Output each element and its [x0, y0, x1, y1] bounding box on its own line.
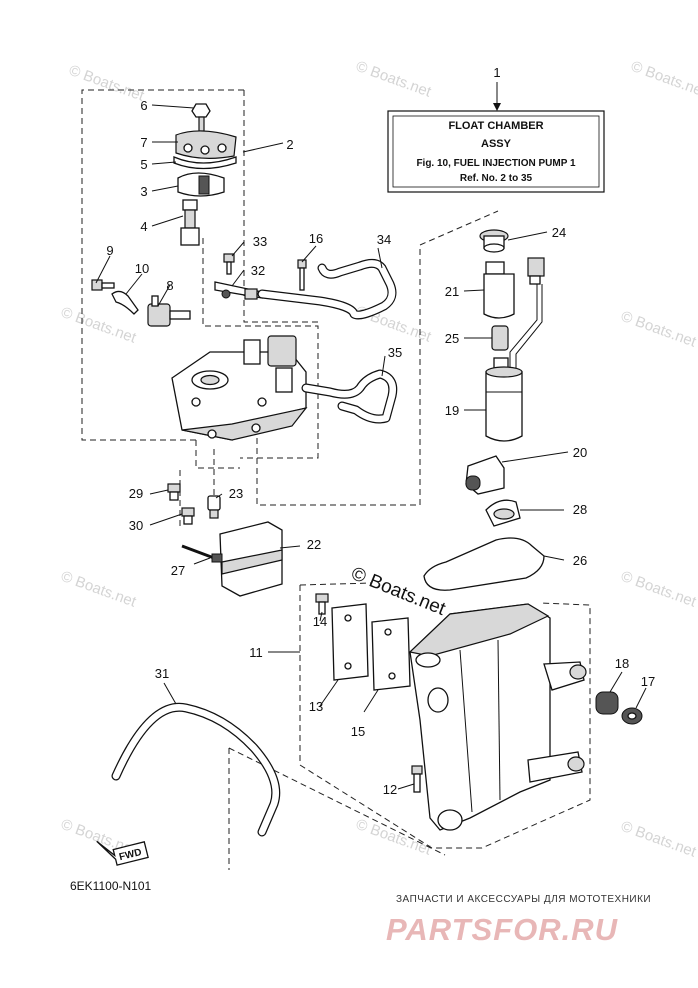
title-line-1: FLOAT CHAMBER [448, 120, 543, 132]
callout-7: 7 [140, 135, 147, 150]
callout-31: 31 [155, 666, 169, 681]
assembly-outlines [81, 89, 591, 870]
part-filter-20 [465, 455, 505, 495]
callout-17: 17 [641, 674, 655, 689]
title-box: 1 FLOAT CHAMBER ASSY Fig. 10, FUEL INJEC… [387, 65, 605, 193]
callout-21: 21 [445, 284, 459, 299]
callout-27: 27 [171, 563, 185, 578]
title-line-4: Ref. No. 2 to 35 [460, 173, 533, 184]
part-pipe-32 [214, 281, 263, 300]
part-cover-7 [175, 130, 237, 159]
part-separator-body [171, 335, 308, 441]
callout-34: 34 [377, 232, 391, 247]
part-grommet-24 [479, 229, 509, 253]
footer-tagline: ЗАПЧАСТИ И АКСЕССУАРЫ ДЛЯ МОТОТЕХНИКИ [396, 894, 651, 905]
part-connector-wire [509, 257, 545, 380]
part-screw-33 [223, 253, 235, 275]
diagram-code: 6EK1100-N101 [70, 879, 151, 893]
part-hose-31 [111, 702, 281, 837]
callout-9: 9 [106, 243, 113, 258]
callout-8: 8 [166, 278, 173, 293]
part-screw-29 [167, 483, 181, 501]
part-hose-35 [301, 369, 398, 424]
callout-15: 15 [351, 724, 365, 739]
watermark: © Boats.net [67, 62, 147, 105]
callout-14: 14 [313, 614, 327, 629]
callout-23: 23 [229, 486, 243, 501]
part-hose-34 [257, 258, 397, 320]
part-seal-25 [491, 325, 509, 351]
part-screw-9 [91, 279, 115, 291]
callout-13: 13 [309, 699, 323, 714]
callout-25: 25 [445, 331, 459, 346]
callout-18: 18 [615, 656, 629, 671]
part-cover-22 [219, 521, 283, 597]
watermark: © Boats.net [59, 568, 139, 611]
callout-32: 32 [251, 263, 265, 278]
callout-5: 5 [140, 157, 147, 172]
part-plate-13 [331, 603, 369, 681]
watermark: © Boats.net [619, 818, 698, 861]
watermark: © Boats.net [59, 304, 139, 347]
callout-26: 26 [573, 553, 587, 568]
callout-33: 33 [253, 234, 267, 249]
callout-2: 2 [286, 137, 293, 152]
callout-16: 16 [309, 231, 323, 246]
part-fitting-4 [180, 199, 200, 246]
callout-30: 30 [129, 518, 143, 533]
callout-20: 20 [573, 445, 587, 460]
part-plug-23 [207, 495, 221, 519]
footer-logo: PARTSFOR.RU [386, 912, 619, 947]
part-screw-16 [297, 259, 307, 291]
callout-10: 10 [135, 261, 149, 276]
part-float-chamber-11 [408, 603, 587, 831]
watermark: © Boats.net [619, 568, 698, 611]
watermark: © Boats.net [354, 58, 434, 101]
callout-35: 35 [388, 345, 402, 360]
part-plate-15 [371, 617, 411, 691]
part-screw-12 [411, 765, 423, 793]
part-bolt-6 [191, 103, 211, 132]
part-gasket-26 [423, 537, 545, 591]
callout-22: 22 [307, 537, 321, 552]
callout-1: 1 [493, 65, 500, 80]
part-holder-28 [485, 499, 521, 527]
part-screw-30 [181, 507, 195, 525]
callout-labels: 2 3 4 5 6 7 8 9 10 11 12 13 14 15 16 17 … [106, 98, 655, 797]
part-sensor-8 [147, 295, 191, 327]
part-collar-17 [621, 707, 643, 725]
watermark: © Boats.net [619, 308, 698, 351]
callout-3: 3 [140, 184, 147, 199]
part-screw-14 [315, 593, 329, 615]
callout-19: 19 [445, 403, 459, 418]
watermark: © Boats.net [629, 58, 698, 101]
part-clamp-3 [177, 172, 225, 197]
part-bracket-10 [111, 290, 139, 315]
watermark: © Boats.net [354, 816, 434, 859]
callout-28: 28 [573, 502, 587, 517]
callout-12: 12 [383, 782, 397, 797]
part-damper-18 [595, 691, 619, 715]
part-pin-27 [181, 544, 223, 563]
fwd-label: FWD [118, 847, 143, 863]
leader-lines [95, 104, 647, 790]
fwd-arrow-icon: FWD [96, 840, 149, 866]
callout-4: 4 [140, 219, 147, 234]
callout-11: 11 [249, 645, 263, 660]
callout-6: 6 [140, 98, 147, 113]
title-line-3: Fig. 10, FUEL INJECTION PUMP 1 [416, 158, 576, 169]
part-pump-19 [485, 357, 523, 442]
title-line-2: ASSY [481, 138, 512, 150]
callout-24: 24 [552, 225, 566, 240]
part-filter-21 [483, 261, 515, 319]
part-plate-5 [173, 156, 237, 170]
callout-29: 29 [129, 486, 143, 501]
